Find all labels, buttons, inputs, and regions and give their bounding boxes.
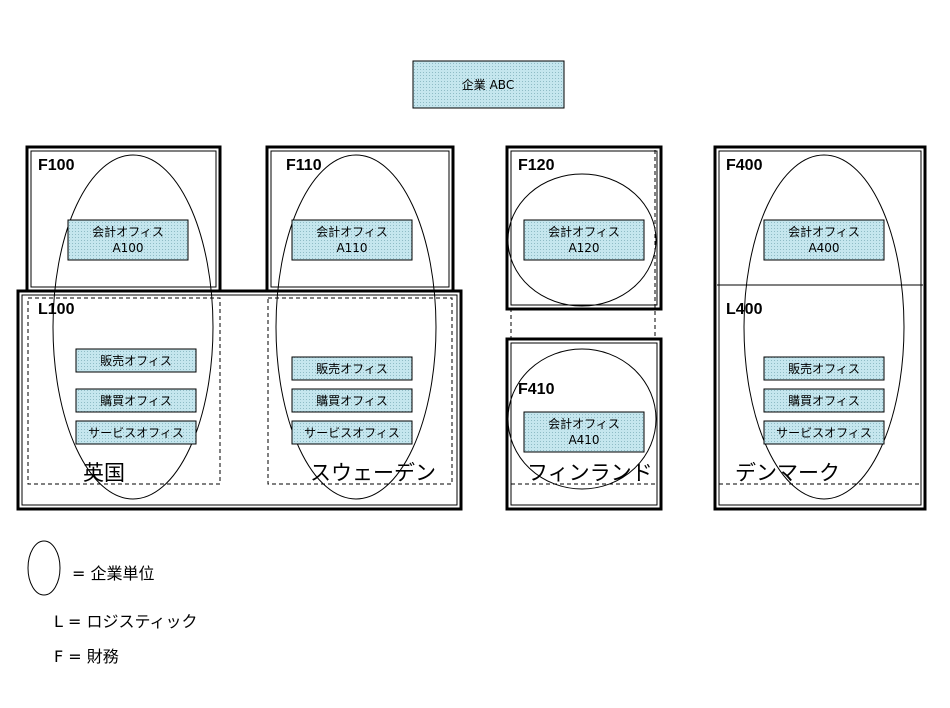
legend-finance: F = 財務: [54, 647, 119, 666]
company-node: 企業 ABC: [412, 60, 565, 109]
purchasing-office-denmark: 購買オフィス: [763, 388, 885, 413]
service-office-uk: サービスオフィス: [75, 420, 197, 445]
sales-office-sweden: 販売オフィス: [291, 356, 413, 381]
svg-text:会計オフィス: 会計オフィス: [548, 416, 620, 431]
country-sweden: スウェーデン: [310, 461, 436, 485]
l400-label: L400: [726, 301, 763, 318]
l100-label: L100: [38, 301, 75, 318]
svg-text:購買オフィス: 購買オフィス: [100, 394, 172, 408]
purchasing-office-sweden: 購買オフィス: [291, 388, 413, 413]
service-office-denmark: サービスオフィス: [763, 420, 885, 445]
svg-text:販売オフィス: 販売オフィス: [316, 361, 388, 376]
f120-frame: [505, 145, 663, 311]
denmark-group: F400 L400 会計オフィス A400 販売オフィス 購買オフィス サービス…: [713, 145, 927, 511]
svg-text:A120: A120: [568, 241, 599, 255]
f410-frame: [505, 337, 663, 511]
svg-text:サービスオフィス: サービスオフィス: [88, 426, 184, 440]
country-finland: フィンランド: [527, 461, 653, 485]
service-office-sweden: サービスオフィス: [291, 420, 413, 445]
acct-office-a120: 会計オフィス A120: [523, 219, 645, 261]
svg-text:販売オフィス: 販売オフィス: [788, 361, 860, 376]
f100-label: F100: [38, 157, 75, 174]
sweden-company-ellipse: [275, 154, 437, 500]
sales-office-uk: 販売オフィス: [75, 348, 197, 373]
svg-text:A400: A400: [808, 241, 839, 255]
svg-text:サービスオフィス: サービスオフィス: [304, 426, 400, 440]
f120-company-ellipse: [507, 173, 657, 307]
company-label: 企業 ABC: [462, 77, 514, 92]
country-uk: 英国: [83, 461, 125, 485]
svg-text:購買オフィス: 購買オフィス: [316, 394, 388, 408]
f410-label: F410: [518, 381, 555, 398]
denmark-company-ellipse: [743, 154, 905, 500]
f410-company-ellipse: [507, 348, 657, 490]
f110-frame: [265, 145, 455, 293]
f400-frame: [713, 145, 927, 511]
acct-office-a410: 会計オフィス A410: [523, 411, 645, 453]
svg-text:会計オフィス: 会計オフィス: [548, 224, 620, 239]
legend: = 企業単位 L = ロジスティック F = 財務: [27, 540, 198, 666]
svg-text:サービスオフィス: サービスオフィス: [776, 426, 872, 440]
purchasing-office-uk: 購買オフィス: [75, 388, 197, 413]
svg-text:会計オフィス: 会計オフィス: [92, 224, 164, 239]
acct-office-a100: 会計オフィス A100: [67, 219, 189, 261]
l100-frame: [16, 289, 463, 511]
sales-office-denmark: 販売オフィス: [763, 356, 885, 381]
sweden-dashed-area: [267, 297, 453, 485]
f400-label: F400: [726, 157, 763, 174]
svg-text:販売オフィス: 販売オフィス: [100, 353, 172, 368]
finland-group: F120 F410 会計オフィス A120 会計オフィス A410 フィンランド: [505, 145, 663, 511]
legend-ellipse-icon: [27, 540, 61, 596]
svg-text:購買オフィス: 購買オフィス: [788, 394, 860, 408]
legend-logistics: L = ロジスティック: [54, 612, 198, 631]
f110-label: F110: [286, 157, 322, 174]
svg-text:A410: A410: [568, 433, 599, 447]
uk-company-ellipse: [52, 154, 214, 500]
svg-text:会計オフィス: 会計オフィス: [788, 224, 860, 239]
uk-group: F100 F110 L100 会計オフィス A100 販売オフィス 購買オフィス…: [16, 145, 463, 511]
svg-text:会計オフィス: 会計オフィス: [316, 224, 388, 239]
acct-office-a110: 会計オフィス A110: [291, 219, 413, 261]
acct-office-a400: 会計オフィス A400: [763, 219, 885, 261]
country-denmark: デンマーク: [735, 461, 840, 485]
f120-label: F120: [518, 157, 555, 174]
svg-text:A100: A100: [112, 241, 143, 255]
svg-text:A110: A110: [336, 241, 367, 255]
legend-company-unit: = 企業単位: [72, 564, 155, 583]
